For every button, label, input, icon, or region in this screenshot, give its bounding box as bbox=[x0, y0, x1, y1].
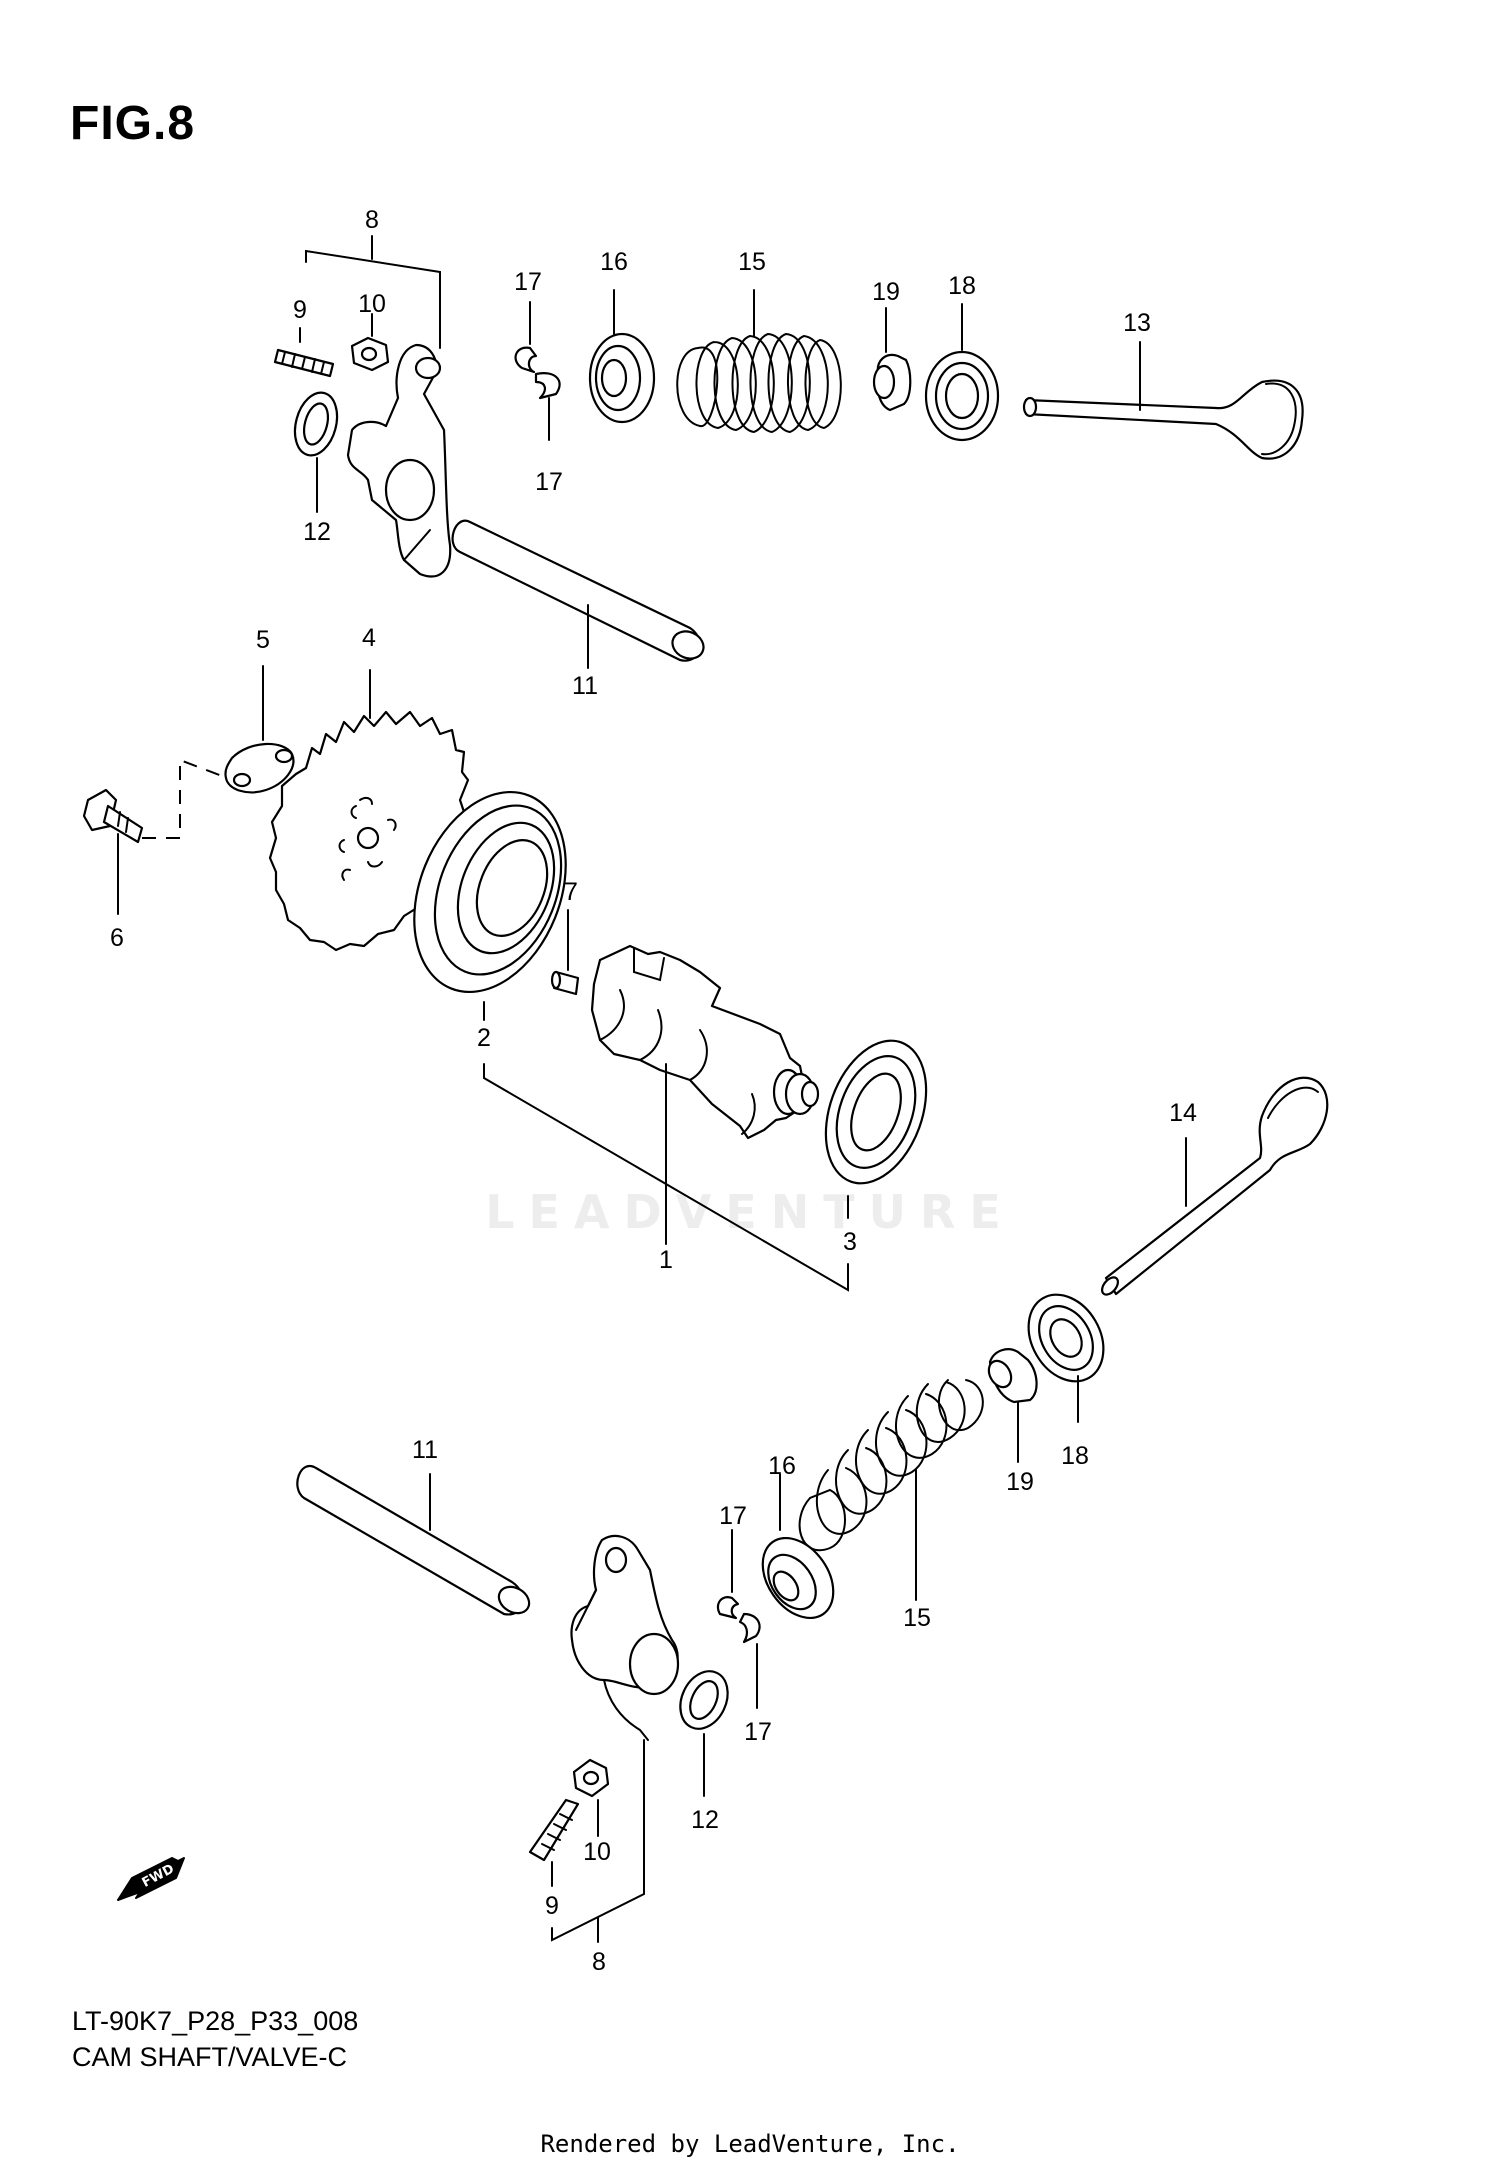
part-11-shaft-bottom bbox=[296, 1464, 531, 1616]
part-3-bearing bbox=[824, 1039, 928, 1219]
part-6-bolt bbox=[82, 788, 144, 915]
callout-8-top: 8 bbox=[365, 206, 379, 234]
part-10-nut-top bbox=[350, 313, 390, 372]
part-10-nut-bottom bbox=[572, 1758, 610, 1837]
fwd-arrow-icon: FWD bbox=[117, 1856, 185, 1901]
callout-10-bottom: 10 bbox=[583, 1838, 611, 1866]
part-16-retainer-bottom bbox=[761, 1473, 835, 1620]
callout-19-bottom: 19 bbox=[1006, 1468, 1034, 1496]
callout-16-top: 16 bbox=[600, 248, 628, 276]
part-9-adjust-screw-top bbox=[273, 327, 335, 378]
callout-7: 7 bbox=[564, 878, 578, 906]
callout-19-top: 19 bbox=[872, 278, 900, 306]
part-5-plate bbox=[142, 665, 295, 839]
callout-17-top-a: 17 bbox=[514, 268, 542, 296]
part-9-adjust-screw-bottom bbox=[528, 1798, 580, 1887]
callout-17-bottom-b: 17 bbox=[744, 1718, 772, 1746]
callout-16-bottom: 16 bbox=[768, 1452, 796, 1480]
callout-12-bottom: 12 bbox=[691, 1806, 719, 1834]
callout-4: 4 bbox=[362, 624, 376, 652]
part-8-bracket-bottom bbox=[551, 1739, 645, 1943]
callout-12-top: 12 bbox=[303, 518, 331, 546]
part-13-valve-top bbox=[1022, 341, 1304, 460]
callout-18-top: 18 bbox=[948, 272, 976, 300]
callout-11-bottom: 11 bbox=[412, 1436, 438, 1464]
callout-10-top: 10 bbox=[358, 290, 386, 318]
part-11-shaft-top bbox=[451, 519, 705, 669]
callout-9-bottom: 9 bbox=[545, 1892, 559, 1920]
part-8-bracket-top bbox=[305, 235, 441, 349]
callout-8-bottom: 8 bbox=[592, 1948, 606, 1976]
watermark-text: LEADVENTURE bbox=[485, 1185, 1015, 1239]
callout-11-top: 11 bbox=[572, 672, 598, 700]
part-17-cotter-top bbox=[514, 301, 561, 441]
part-18-valve-seat-bottom bbox=[1027, 1293, 1105, 1423]
part-17-cotter-bottom bbox=[716, 1529, 761, 1709]
callout-6: 6 bbox=[110, 924, 124, 952]
figure-code: LT-90K7_P28_P33_008 bbox=[72, 2006, 359, 2036]
part-12-washer-top bbox=[293, 391, 339, 513]
callout-3: 3 bbox=[843, 1228, 857, 1256]
part-rocker-arm-top bbox=[346, 343, 452, 578]
callout-9-top: 9 bbox=[293, 296, 307, 324]
part-12-washer-bottom bbox=[679, 1670, 729, 1797]
callout-1: 1 bbox=[659, 1246, 673, 1274]
part-19-seal-top bbox=[872, 307, 912, 412]
part-1-camshaft bbox=[590, 944, 820, 1245]
callout-14: 14 bbox=[1169, 1099, 1197, 1127]
part-2-bearing bbox=[413, 790, 849, 1292]
callout-17-bottom-a: 17 bbox=[719, 1502, 747, 1530]
part-rocker-arm-bottom bbox=[570, 1534, 680, 1741]
callout-5: 5 bbox=[256, 626, 270, 654]
figure-name: CAM SHAFT/VALVE-C bbox=[72, 2042, 348, 2072]
rendered-by-credit: Rendered by LeadVenture, Inc. bbox=[540, 2130, 960, 2158]
part-14-valve-bottom bbox=[1100, 1076, 1329, 1296]
part-15-spring-top bbox=[676, 289, 842, 434]
part-19-seal-bottom bbox=[987, 1348, 1038, 1463]
callout-13: 13 bbox=[1123, 309, 1151, 337]
callout-15-bottom: 15 bbox=[903, 1604, 931, 1632]
callout-15-top: 15 bbox=[738, 248, 766, 276]
callout-2: 2 bbox=[477, 1024, 491, 1052]
part-18-valve-seat-top bbox=[924, 303, 1000, 442]
part-15-spring-bottom bbox=[798, 1379, 984, 1601]
callout-17-top-b: 17 bbox=[535, 468, 563, 496]
callout-18-bottom: 18 bbox=[1061, 1442, 1089, 1470]
part-7-pin bbox=[550, 909, 580, 996]
part-16-retainer-top bbox=[588, 289, 656, 424]
figure-title: FIG.8 bbox=[70, 97, 196, 150]
